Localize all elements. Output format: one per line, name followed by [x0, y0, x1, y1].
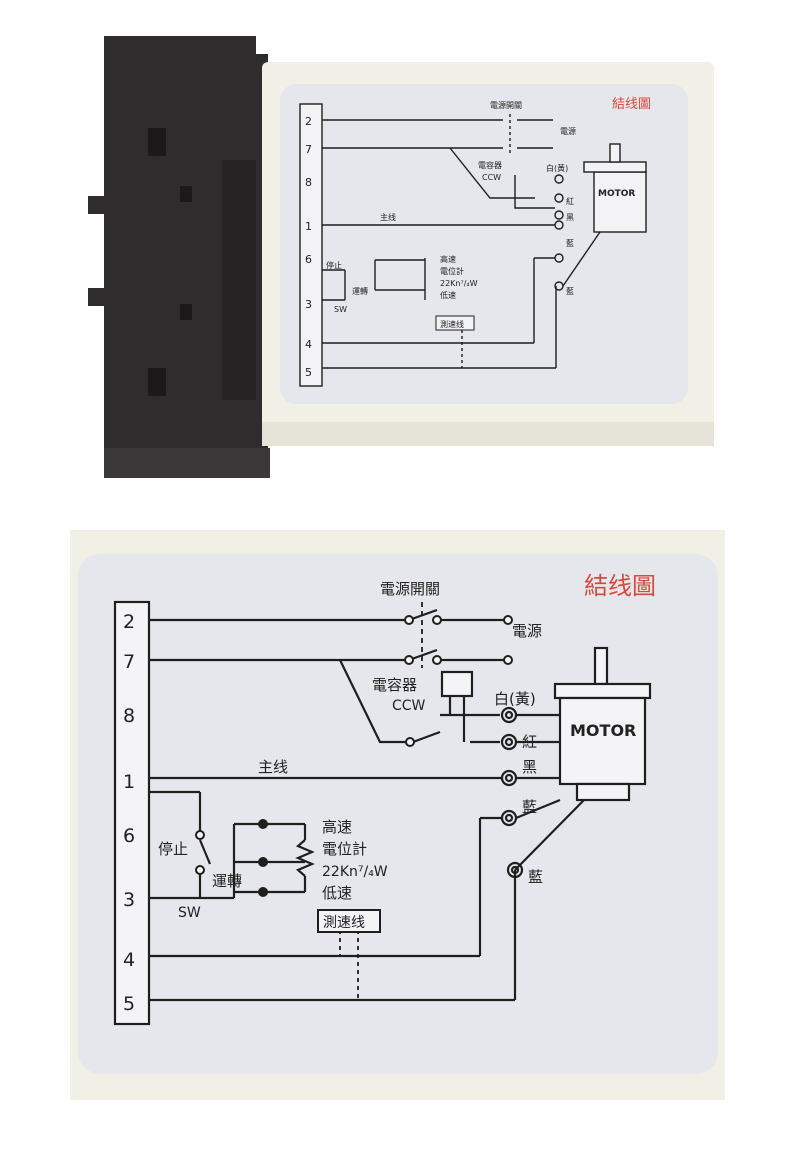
switch-contacts	[195, 615, 513, 875]
wire-color-blue-2: 藍	[528, 868, 543, 886]
main-line-label: 主线	[380, 212, 396, 222]
run-label: 運轉	[212, 872, 242, 890]
terminal-label: 8	[123, 705, 135, 727]
title-top: 結线圖	[612, 97, 651, 112]
motor-label: MOTOR	[570, 721, 636, 740]
potentiometer-label: 電位計	[440, 266, 464, 276]
controller-photo-top: 結线圖 2 7 8 1 6 3 4 5 電源開關 電源 電容器 CCW 白(黃)…	[0, 0, 800, 500]
ccw-label: CCW	[482, 173, 501, 182]
wire-color-white-yellow: 白(黃)	[494, 690, 536, 708]
speed-line-label: 測速线	[323, 915, 365, 931]
speed-line-box	[317, 909, 381, 933]
terminal-label: 4	[123, 949, 135, 971]
terminal-label: 1	[305, 220, 312, 233]
ccw-label: CCW	[392, 698, 426, 714]
capacitor	[440, 670, 474, 698]
terminal-label: 6	[123, 825, 135, 847]
stop-label: 停止	[326, 260, 342, 270]
terminal-label: 6	[305, 253, 312, 266]
low-speed-label: 低速	[322, 884, 352, 902]
stop-label: 停止	[158, 840, 188, 858]
wiring-label-closeup: 結线圖 2 7 8 1 6 3 4 5 電源開關 電源 電容器 CCW 白(黃)…	[0, 510, 800, 1161]
wire-color-black: 黑	[522, 758, 537, 776]
wiring-diagram-text: 結线圖 2 7 8 1 6 3 4 5 電源開關 電源 電容器 CCW 白(黃)…	[123, 572, 656, 1015]
motor-label: MOTOR	[598, 189, 635, 199]
sw-label: SW	[178, 905, 201, 921]
wiring-diagram-top	[299, 103, 647, 387]
main-line-label: 主线	[258, 758, 288, 776]
wire-color-red: 紅	[522, 733, 537, 751]
terminal-label: 1	[123, 771, 135, 793]
terminal-label: 7	[123, 651, 135, 673]
terminal-label: 2	[123, 611, 135, 633]
wiring-diagram-top-text: 結线圖 2 7 8 1 6 3 4 5 電源開關 電源 電容器 CCW 白(黃)…	[305, 97, 651, 379]
power-label: 電源	[512, 622, 542, 640]
wire-color-label: 紅	[566, 196, 574, 206]
contact-dots	[258, 819, 268, 897]
terminal-label: 8	[305, 176, 312, 189]
terminal-label: 5	[305, 366, 312, 379]
pot-value-label: 22Kn⁷/₄W	[440, 279, 478, 288]
terminal-label: 3	[123, 889, 135, 911]
power-label: 電源	[560, 127, 576, 136]
speed-line-label: 測速线	[440, 319, 464, 329]
terminal-label: 5	[123, 993, 135, 1015]
diagram-title: 結线圖	[584, 572, 656, 600]
sw-label: SW	[334, 305, 347, 314]
wire-color-label: 藍	[566, 238, 574, 248]
low-speed-label: 低速	[440, 290, 456, 300]
terminal-label: 4	[305, 338, 312, 351]
run-label: 運轉	[352, 286, 368, 296]
power-switch-label: 電源開關	[380, 580, 440, 598]
high-speed-label: 高速	[322, 818, 352, 836]
terminal-label: 7	[305, 143, 312, 156]
connector-block	[88, 36, 270, 478]
motor	[553, 646, 652, 802]
pot-value-label: 22Kn⁷/₄W	[322, 864, 388, 880]
wire-color-label: 藍	[566, 286, 574, 296]
high-speed-label: 高速	[440, 254, 456, 264]
capacitor-label: 電容器	[478, 160, 502, 170]
potentiometer-label: 電位計	[322, 840, 367, 858]
wire-color-label: 白(黃)	[546, 163, 568, 173]
terminal-strip	[113, 600, 151, 1026]
wire-color-label: 黑	[566, 213, 574, 222]
terminal-label: 2	[305, 115, 312, 128]
power-switch-label: 電源開關	[490, 101, 522, 110]
wiring-diagram	[113, 600, 652, 1026]
capacitor-label: 電容器	[372, 676, 417, 694]
terminal-label: 3	[305, 298, 312, 311]
wire-color-blue: 藍	[522, 798, 537, 816]
